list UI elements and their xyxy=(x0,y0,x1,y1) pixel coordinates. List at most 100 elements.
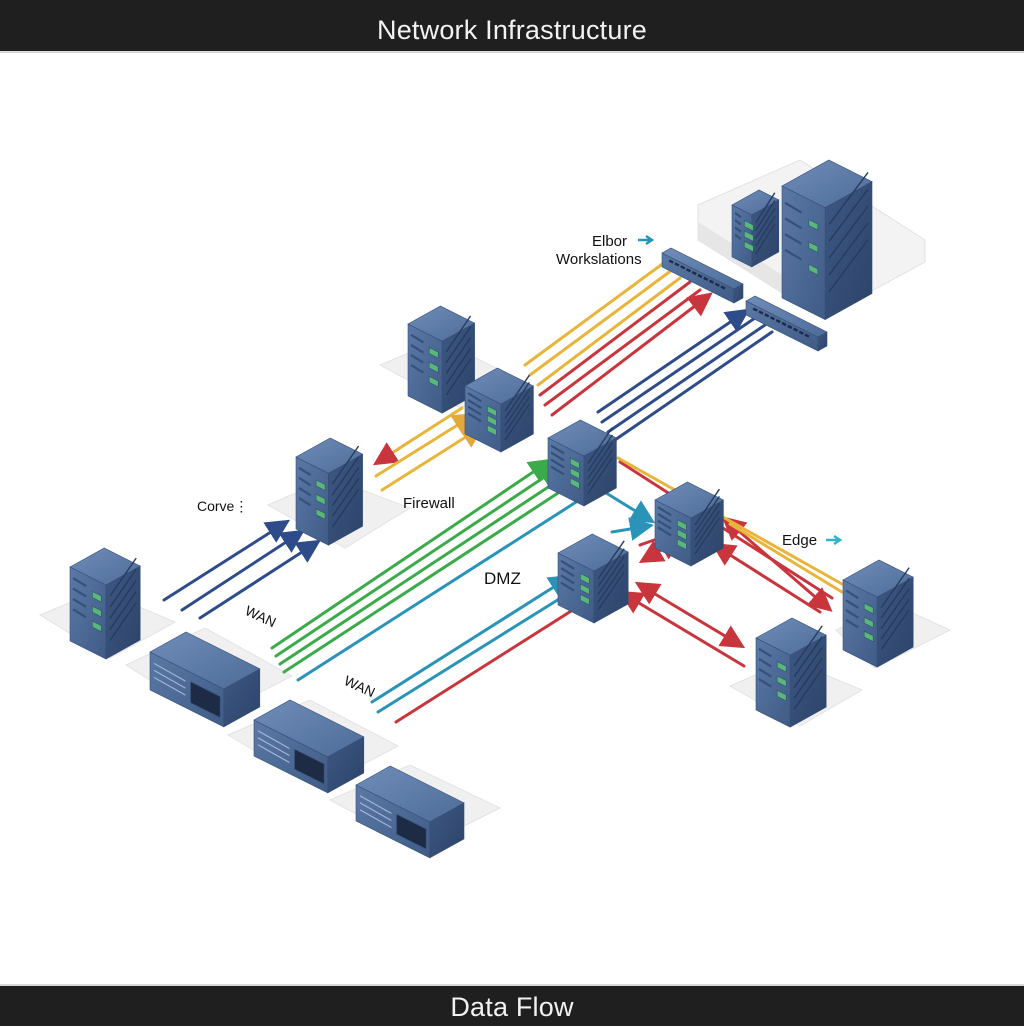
switch-mid[interactable] xyxy=(745,295,828,352)
drive-bay-led xyxy=(776,689,787,702)
flow-navy-workstations xyxy=(596,308,774,444)
drive-bay-led xyxy=(677,538,687,550)
vent-slot xyxy=(560,581,575,592)
wan-appliance-2[interactable] xyxy=(253,699,365,794)
vent-slot xyxy=(467,398,482,409)
server-edge-right[interactable] xyxy=(842,559,914,668)
device-top-face xyxy=(69,547,141,586)
device-top-face xyxy=(781,159,873,208)
switch-port xyxy=(714,282,720,287)
side-vent xyxy=(597,563,625,603)
vent-slot xyxy=(72,608,87,619)
switch-port xyxy=(680,265,686,270)
datacenter-small-server[interactable] xyxy=(731,189,780,268)
side-vent xyxy=(109,591,137,630)
vent-slot xyxy=(657,512,672,523)
side-vent xyxy=(445,337,472,374)
device-top-face xyxy=(731,189,780,216)
label-edge: Edge xyxy=(782,532,817,549)
vent-slot xyxy=(467,392,482,403)
drive-bay-led xyxy=(570,467,580,480)
side-vent xyxy=(793,647,823,688)
header-title: Network Infrastructure xyxy=(377,15,647,45)
side-vent xyxy=(694,488,720,526)
side-vent xyxy=(880,598,910,640)
side-vent xyxy=(504,396,530,434)
router-core-a[interactable] xyxy=(464,367,535,453)
router-edge[interactable] xyxy=(654,481,725,567)
vent-slot xyxy=(784,248,802,261)
switch-top[interactable] xyxy=(661,247,744,304)
side-vent xyxy=(880,609,910,651)
side-vent xyxy=(755,215,776,247)
side-vent xyxy=(755,192,776,224)
side-vent xyxy=(109,579,137,619)
switch-port xyxy=(674,262,680,267)
switch-port xyxy=(691,271,697,276)
side-vent xyxy=(445,358,472,396)
server-upper[interactable] xyxy=(407,305,476,414)
vent-slot xyxy=(550,458,565,469)
arrow-right-icon xyxy=(638,234,655,246)
label-server: Corve⋮ xyxy=(197,498,248,514)
flow-yellow-fiber xyxy=(523,260,682,387)
device-top-face xyxy=(745,295,828,338)
device-top-face xyxy=(295,437,364,474)
drive-bay-led xyxy=(570,477,580,490)
vent-slot xyxy=(784,233,802,245)
switch-port xyxy=(769,316,776,321)
label-workstations: Workslations xyxy=(556,251,642,268)
label-firewall: Firewall xyxy=(403,495,459,512)
arrow-right-icon xyxy=(826,534,843,546)
side-vent xyxy=(331,456,360,496)
wan-appliance-1[interactable] xyxy=(149,631,261,728)
vent-slot xyxy=(784,217,802,230)
drive-bay-led xyxy=(808,219,819,231)
footer-bar: Data Flow xyxy=(0,984,1024,1026)
vent-slot xyxy=(550,465,565,476)
vent-slot xyxy=(734,219,742,226)
side-vent xyxy=(694,496,720,533)
status-led-row xyxy=(153,669,186,689)
header-bar: Network Infrastructure xyxy=(0,0,1024,53)
drive-bay-led xyxy=(863,602,874,615)
datacenter-large-server[interactable] xyxy=(781,159,873,321)
status-led-row xyxy=(153,676,186,696)
switch-port xyxy=(792,327,799,332)
switch-port xyxy=(752,307,758,312)
flow-red-wan xyxy=(394,590,604,724)
wan-appliance-3[interactable] xyxy=(355,765,465,859)
vent-slot xyxy=(298,497,312,507)
device-top-face xyxy=(557,533,629,572)
drive-bay-led xyxy=(92,605,102,618)
router-dmz[interactable] xyxy=(557,533,629,624)
server-left[interactable] xyxy=(69,547,141,660)
vent-slot xyxy=(410,333,424,344)
vent-slot xyxy=(657,526,672,537)
network-diagram: Elbor Workslations Corve⋮ Firewall DMZ W… xyxy=(0,53,1024,984)
drive-bay-led xyxy=(776,675,787,687)
port-panel xyxy=(294,748,325,785)
side-vent xyxy=(331,488,360,528)
vent-slot xyxy=(758,657,772,668)
router-core-b[interactable] xyxy=(547,419,618,507)
server-bottom-right[interactable] xyxy=(755,617,827,728)
vent-slot xyxy=(657,519,672,530)
device-top-face xyxy=(149,631,261,690)
drive-bay-led xyxy=(776,661,787,673)
side-vent xyxy=(504,382,530,419)
server-firewall[interactable] xyxy=(295,437,364,546)
vent-slot xyxy=(72,577,87,588)
drive-bay-led xyxy=(428,361,439,373)
label-fiber: Elbor xyxy=(592,233,627,250)
status-led-row xyxy=(359,809,392,829)
drive-bay-led xyxy=(315,508,326,520)
vent-slot xyxy=(734,233,742,240)
device-top-face xyxy=(842,559,914,598)
vent-slot xyxy=(410,354,424,364)
side-vent xyxy=(331,467,360,506)
drive-bay-led xyxy=(580,583,590,595)
side-vent xyxy=(828,205,869,259)
side-vent xyxy=(793,625,823,667)
drive-bay-led xyxy=(743,240,754,253)
